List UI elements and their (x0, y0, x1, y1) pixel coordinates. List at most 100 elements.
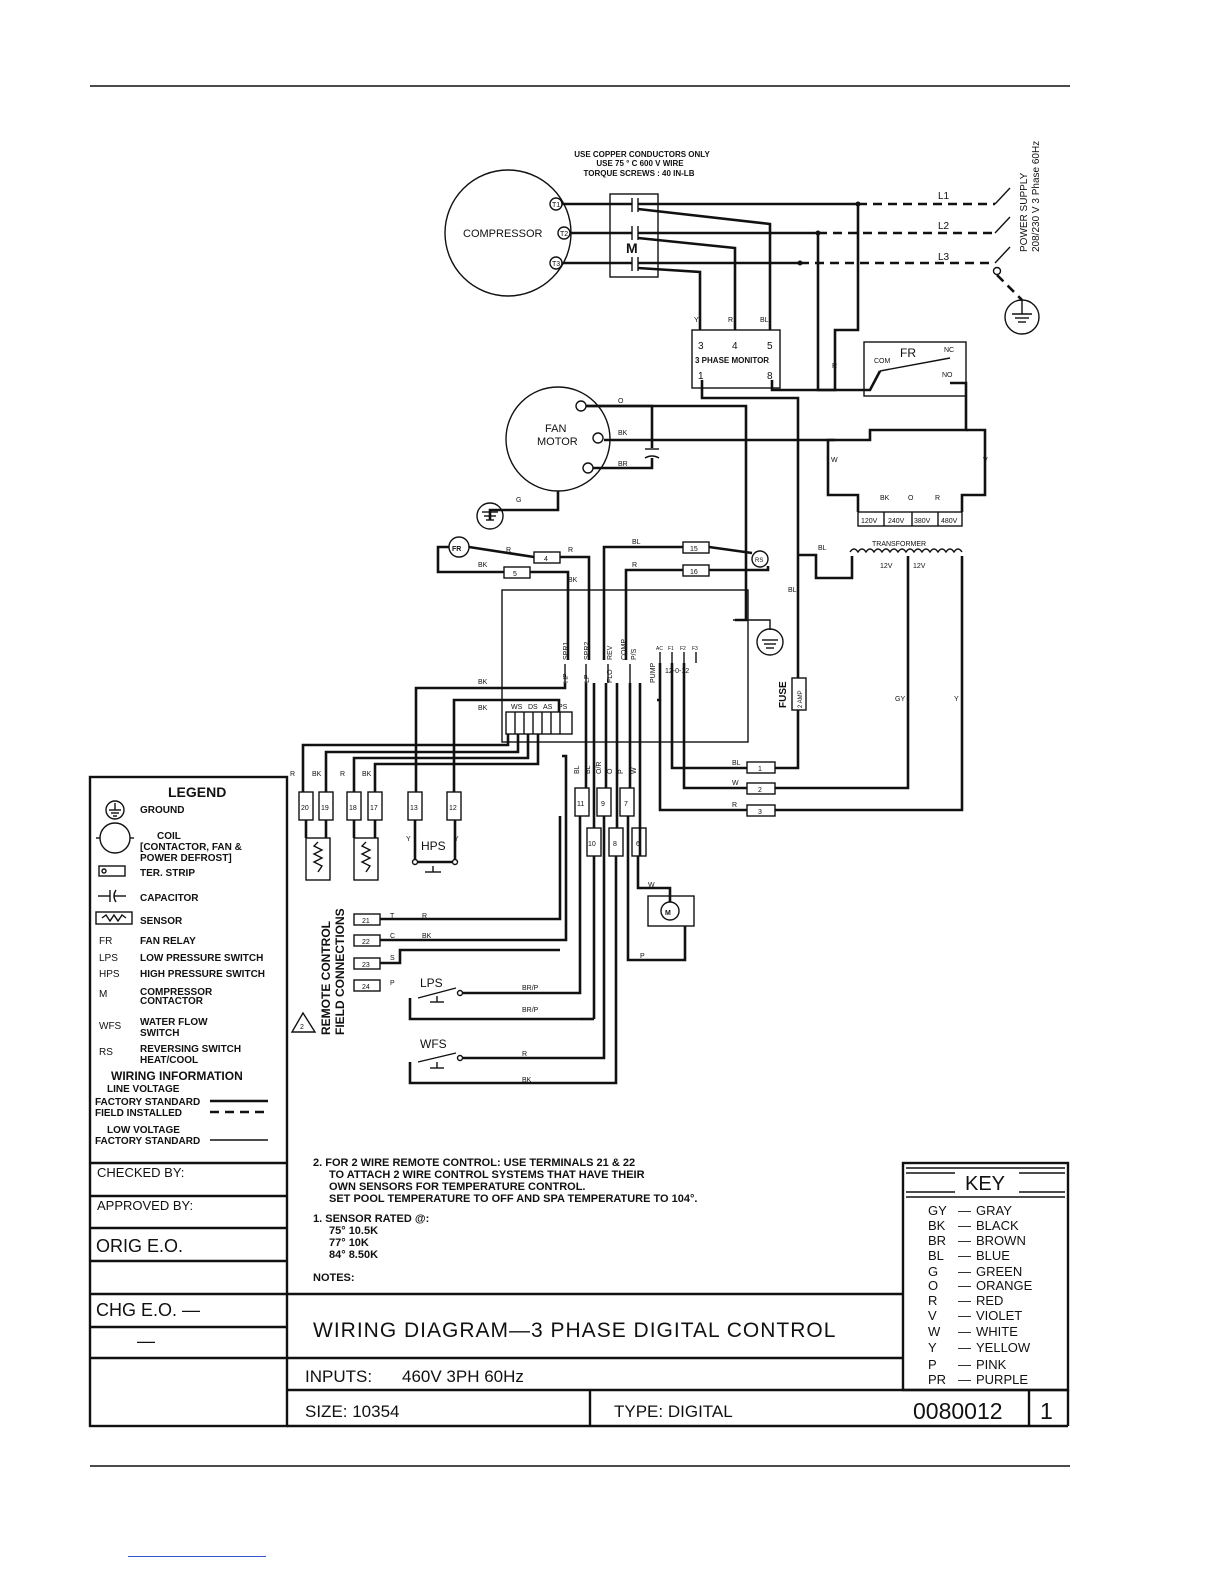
svg-text:BK: BK (618, 430, 628, 437)
svg-text:REV: REV (607, 645, 614, 660)
sensor-connector (505, 711, 573, 735)
svg-text:[CONTACTOR, FAN &: [CONTACTOR, FAN & (140, 842, 242, 853)
svg-text:RED: RED (976, 1293, 1003, 1308)
svg-text:LOW VOLTAGE: LOW VOLTAGE (107, 1125, 180, 1136)
svg-text:BL: BL (574, 765, 581, 774)
legend-ter-strip-dot (101, 868, 107, 874)
fuse-label: FUSE (778, 681, 789, 708)
svg-text:WATER FLOW: WATER FLOW (140, 1017, 208, 1028)
svg-text:CONTACTOR: CONTACTOR (140, 996, 204, 1007)
line-wires (562, 202, 858, 330)
svg-text:T3: T3 (552, 261, 560, 268)
svg-text:P: P (928, 1357, 937, 1372)
remote-label: REMOTE CONTROL FIELD CONNECTIONS (319, 908, 347, 1035)
copper-notice: USE COPPER CONDUCTORS ONLY USE 75 ° C 60… (574, 150, 710, 178)
svg-text:PR: PR (928, 1372, 946, 1387)
fan-relay-label: FR (900, 346, 916, 360)
svg-text:BR/P: BR/P (522, 985, 539, 992)
remote-wire-letters: T C S P (390, 913, 395, 987)
fan-relay-wires (604, 233, 968, 442)
svg-text:POWER DEFROST]: POWER DEFROST] (140, 853, 232, 864)
svg-text:BR: BR (618, 461, 628, 468)
footer-link-underline[interactable] (128, 1556, 266, 1557)
svg-text:5: 5 (513, 571, 517, 578)
svg-text:380V: 380V (914, 518, 931, 525)
fan-relay-nc: NC (944, 347, 954, 354)
fan-motor-label: FAN (545, 423, 566, 435)
svg-text:FIELD INSTALLED: FIELD INSTALLED (95, 1108, 182, 1119)
fan-motor-label: MOTOR (537, 436, 578, 448)
field-lines (800, 202, 995, 265)
svg-text:CAPACITOR: CAPACITOR (140, 893, 199, 904)
svg-text:FACTORY STANDARD: FACTORY STANDARD (95, 1097, 200, 1108)
inputs-value: 460V 3PH 60Hz (402, 1367, 524, 1386)
transformer-label: TRANSFORMER (872, 541, 926, 548)
right-terminals: 1 2 3 (746, 761, 776, 817)
svg-text:BL: BL (818, 545, 827, 552)
svg-text:GRAY: GRAY (976, 1203, 1012, 1218)
svg-text:M: M (99, 989, 107, 1000)
svg-text:BLACK: BLACK (976, 1218, 1019, 1233)
svg-text:SET POOL TEMPERATURE TO OFF AN: SET POOL TEMPERATURE TO OFF AND SPA TEMP… (329, 1193, 697, 1205)
legend-symbols: FR LPS HPS M WFS RS (99, 936, 122, 1058)
hps-label: HPS (421, 839, 446, 853)
sensor-connector-pins (514, 712, 561, 734)
svg-text:20: 20 (301, 805, 309, 812)
wiring-info: LINE VOLTAGE FACTORY STANDARD FIELD INST… (95, 1084, 200, 1147)
legend-title: LEGEND (168, 784, 226, 800)
drawing-number: 0080012 (913, 1398, 1003, 1424)
remote-wires (380, 754, 568, 965)
svg-text:W: W (648, 882, 655, 889)
junction-dot (797, 260, 803, 266)
svg-text:1: 1 (758, 766, 762, 773)
svg-text:208/230 V 3 Phase 60Hz: 208/230 V 3 Phase 60Hz (1031, 141, 1042, 252)
svg-text:12: 12 (449, 805, 457, 812)
svg-text:R: R (422, 913, 427, 920)
sensor-icon (352, 820, 379, 881)
line-switch-ticks (994, 187, 1011, 264)
transformer-wires (775, 428, 987, 812)
svg-text:COMPRESSOR: COMPRESSOR (140, 987, 213, 998)
notes: 2. FOR 2 WIRE REMOTE CONTROL: USE TERMIN… (313, 1157, 697, 1284)
warning-icon: 2 (290, 1011, 317, 1033)
svg-text:13: 13 (410, 805, 418, 812)
svg-text:10: 10 (588, 841, 596, 848)
svg-text:BL: BL (585, 765, 592, 774)
fan-motor-wires (488, 404, 748, 622)
svg-text:P/S: P/S (631, 648, 638, 660)
key-entries: GY—GRAY BK—BLACK BR—BROWN BL—BLUE G—GREE… (928, 1203, 1033, 1387)
wfs-label: WFS (420, 1037, 447, 1051)
svg-text:24: 24 (362, 984, 370, 991)
svg-text:BL: BL (760, 317, 769, 324)
svg-text:HP: HP (563, 673, 570, 683)
fan-relay-com: COM (874, 358, 891, 365)
lps-switch-icon (408, 816, 596, 1021)
svg-text:SPR2: SPR2 (584, 642, 591, 660)
svg-text:L1: L1 (938, 191, 950, 202)
svg-text:16: 16 (690, 569, 698, 576)
svg-text:BK: BK (880, 495, 890, 502)
svg-text:—: — (958, 1340, 971, 1355)
svg-text:GREEN: GREEN (976, 1264, 1022, 1279)
hps-switch-icon (411, 820, 459, 873)
pump-motor-letter: M (665, 910, 671, 917)
phase-monitor-wires (700, 204, 860, 600)
svg-text:FACTORY STANDARD: FACTORY STANDARD (95, 1136, 200, 1147)
chg-eo-label: CHG E.O. — (96, 1300, 200, 1320)
legend-sensor-wave (101, 913, 127, 923)
svg-text:R: R (290, 771, 295, 778)
compressor-label: COMPRESSOR (463, 228, 543, 240)
svg-text:O: O (607, 768, 614, 774)
svg-text:Y: Y (454, 836, 459, 843)
svg-text:Y: Y (694, 317, 699, 324)
contactor-contacts (631, 198, 639, 271)
svg-text:W: W (631, 767, 638, 774)
svg-text:—: — (958, 1264, 971, 1279)
svg-text:R: R (832, 363, 837, 370)
svg-text:TER. STRIP: TER. STRIP (140, 868, 195, 879)
ground-icon (992, 266, 1040, 335)
svg-text:Y: Y (954, 696, 959, 703)
svg-text:—: — (958, 1233, 971, 1248)
legend-items: GROUND COIL [CONTACTOR, FAN & POWER DEFR… (140, 805, 265, 1066)
svg-text:L3: L3 (938, 252, 950, 263)
